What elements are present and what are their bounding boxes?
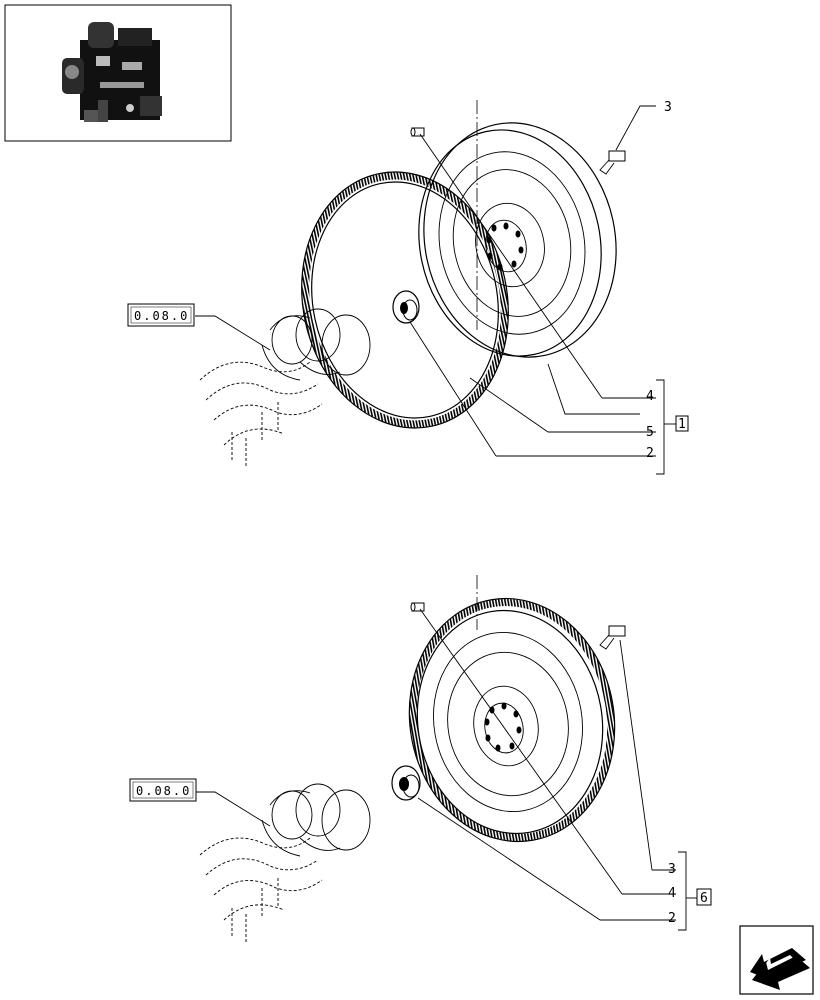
section-ref-label-bottom: 0.08.0 <box>136 784 191 798</box>
callout-2: 2 <box>646 446 654 461</box>
flywheel[interactable] <box>398 105 637 375</box>
bushing[interactable] <box>392 290 420 324</box>
group-ref-label-bottom: 6 <box>700 891 708 906</box>
callout-2-bottom: 2 <box>668 911 676 926</box>
section-ref-label: 0.08.0 <box>134 309 189 323</box>
crankshaft-bottom <box>199 783 371 942</box>
bolt-bottom[interactable] <box>599 625 626 650</box>
bottom-leaders <box>195 608 697 931</box>
group-ref-label: 1 <box>678 417 686 432</box>
engine-thumbnail[interactable] <box>4 4 232 142</box>
callout-3: 3 <box>664 100 672 115</box>
flywheel-with-ring-gear[interactable] <box>390 582 633 858</box>
top-leaders <box>195 105 676 475</box>
bottom-assembly: 3 4 2 6 0.08.0 <box>129 575 712 942</box>
callout-5: 5 <box>646 425 654 440</box>
callout-4-bottom: 4 <box>668 886 676 901</box>
section-ref-box[interactable]: 0.08.0 <box>127 303 195 327</box>
bolt[interactable] <box>599 150 626 175</box>
previous-page-arrow-icon <box>750 948 810 990</box>
dowel-pin[interactable] <box>410 127 425 137</box>
crankshaft <box>199 308 371 466</box>
section-ref-box-bottom[interactable]: 0.08.0 <box>129 778 197 802</box>
callout-3-bottom: 3 <box>668 862 676 877</box>
callout-4: 4 <box>646 389 654 404</box>
ring-gear[interactable] <box>278 153 531 448</box>
dowel-pin-bottom[interactable] <box>410 602 425 612</box>
engine-thumbnail-icon <box>62 22 162 122</box>
previous-page-button[interactable] <box>739 925 814 995</box>
top-assembly: 3 4 5 2 1 0.08.0 <box>127 100 689 475</box>
group-ref-box[interactable]: 1 <box>675 415 689 432</box>
bushing-bottom[interactable] <box>391 765 421 801</box>
group-ref-box-bottom[interactable]: 6 <box>696 888 712 906</box>
